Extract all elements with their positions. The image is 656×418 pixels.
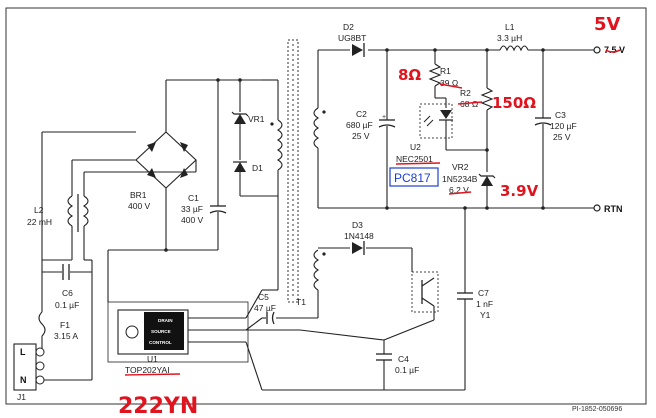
r1-ref: R1	[440, 66, 451, 76]
u2-ref: U2	[410, 142, 421, 152]
c3-voltage: 25 V	[553, 132, 571, 142]
doc-number: PI-1852-050696	[572, 406, 622, 413]
u1-ic: DRAIN SOURCE CONTROL	[117, 309, 189, 355]
t1-transformer-core	[287, 39, 299, 303]
out-terminal	[593, 46, 601, 54]
d3-diode	[352, 241, 412, 255]
t1-ref: T1	[296, 297, 306, 307]
r1-value: 39 Ω	[440, 78, 458, 88]
c2-capacitor: +	[378, 50, 396, 208]
vr2-zener	[478, 173, 496, 208]
t1-primary-winding	[262, 79, 283, 291]
u2-phototransistor	[411, 248, 439, 313]
output-voltage: 7.5 V	[604, 45, 625, 55]
c2-ref: C2	[356, 109, 367, 119]
c5-capacitor	[266, 311, 275, 325]
c1-value: 33 µF	[181, 204, 203, 214]
c2-value: 680 µF	[346, 120, 373, 130]
c3-value: 120 µF	[550, 121, 577, 131]
diagram-border	[5, 7, 647, 405]
vr1-d1-clamp	[231, 79, 278, 197]
svg-text:+: +	[382, 114, 386, 121]
r2-value: 68 Ω	[460, 99, 478, 109]
r1-resistor	[428, 50, 447, 108]
u1-pin-source: SOURCE	[151, 329, 171, 334]
d2-value: UG8BT	[338, 33, 366, 43]
d2-diode	[352, 43, 365, 57]
vr2-ref: VR2	[452, 162, 469, 172]
l1-value: 3.3 µH	[497, 33, 522, 43]
annotation-r2: 150Ω	[492, 94, 536, 112]
c1-ref: C1	[188, 193, 199, 203]
l1-inductor	[499, 45, 529, 52]
l2-choke	[41, 131, 197, 260]
d1-ref: D1	[252, 163, 263, 173]
c5-ref: C5	[258, 292, 269, 302]
t1-bias-winding	[313, 247, 350, 300]
rtn-label: RTN	[604, 204, 623, 214]
c7-capacitor	[457, 208, 473, 390]
red-annotations: 5V 8Ω 150Ω 3.9V PC817 222YN	[118, 14, 621, 418]
c4-capacitor	[376, 340, 392, 390]
c2-voltage: 25 V	[352, 131, 370, 141]
l1-ref: L1	[505, 22, 515, 32]
annotation-pc817: PC817	[394, 171, 431, 185]
vr1-ref: VR1	[248, 114, 265, 124]
f1-fuse	[38, 300, 46, 350]
u1-ref: U1	[147, 354, 158, 364]
c4-ref: C4	[398, 354, 409, 364]
annotation-5v: 5V	[594, 14, 621, 35]
rtn-terminal	[593, 204, 601, 212]
l2-ref: L2	[34, 205, 44, 215]
vr2-value: 1N5234B	[442, 174, 478, 184]
j1-connector	[13, 272, 93, 391]
c6-ref: C6	[62, 288, 73, 298]
br1-value: 400 V	[128, 201, 151, 211]
u2-pc817-box	[389, 167, 439, 187]
j1-pin-l: L	[20, 347, 26, 357]
d3-ref: D3	[352, 220, 363, 230]
annotation-vr2: 3.9V	[500, 182, 539, 200]
vr2-voltage: 6.2 V	[449, 185, 469, 195]
t1-secondary-winding	[313, 50, 326, 208]
l2-value: 22 mH	[27, 217, 52, 227]
c7-class: Y1	[480, 310, 491, 320]
c1-voltage: 400 V	[181, 215, 204, 225]
u2-value: NEC2501	[396, 154, 433, 164]
c6-value: 0.1 µF	[55, 300, 79, 310]
r2-ref: R2	[460, 88, 471, 98]
u1-region	[107, 301, 249, 363]
j1-ref: J1	[17, 392, 26, 402]
u1-value: TOP202YAI	[125, 365, 170, 375]
annotation-r1: 8Ω	[398, 66, 421, 84]
c7-value: 1 nF	[476, 299, 493, 309]
c3-ref: C3	[555, 110, 566, 120]
f1-ref: F1	[60, 320, 70, 330]
d3-value: 1N4148	[344, 231, 374, 241]
c1-capacitor	[209, 205, 227, 250]
c5-value: 47 µF	[254, 303, 276, 313]
c4-value: 0.1 µF	[395, 365, 419, 375]
br1-ref: BR1	[130, 190, 147, 200]
br1-bridge	[135, 80, 197, 250]
c3-capacitor	[534, 50, 552, 208]
c7-ref: C7	[478, 288, 489, 298]
c6-capacitor	[42, 259, 93, 280]
u1-pin-drain: DRAIN	[158, 318, 173, 323]
annotation-u1: 222YN	[118, 394, 198, 418]
u1-pin-control: CONTROL	[149, 340, 172, 345]
j1-pin-n: N	[20, 375, 27, 385]
u2-optocoupler	[419, 103, 453, 150]
u1-control-wiring	[188, 289, 465, 391]
d2-ref: D2	[343, 22, 354, 32]
f1-value: 3.15 A	[54, 331, 78, 341]
r2-resistor	[480, 50, 494, 172]
